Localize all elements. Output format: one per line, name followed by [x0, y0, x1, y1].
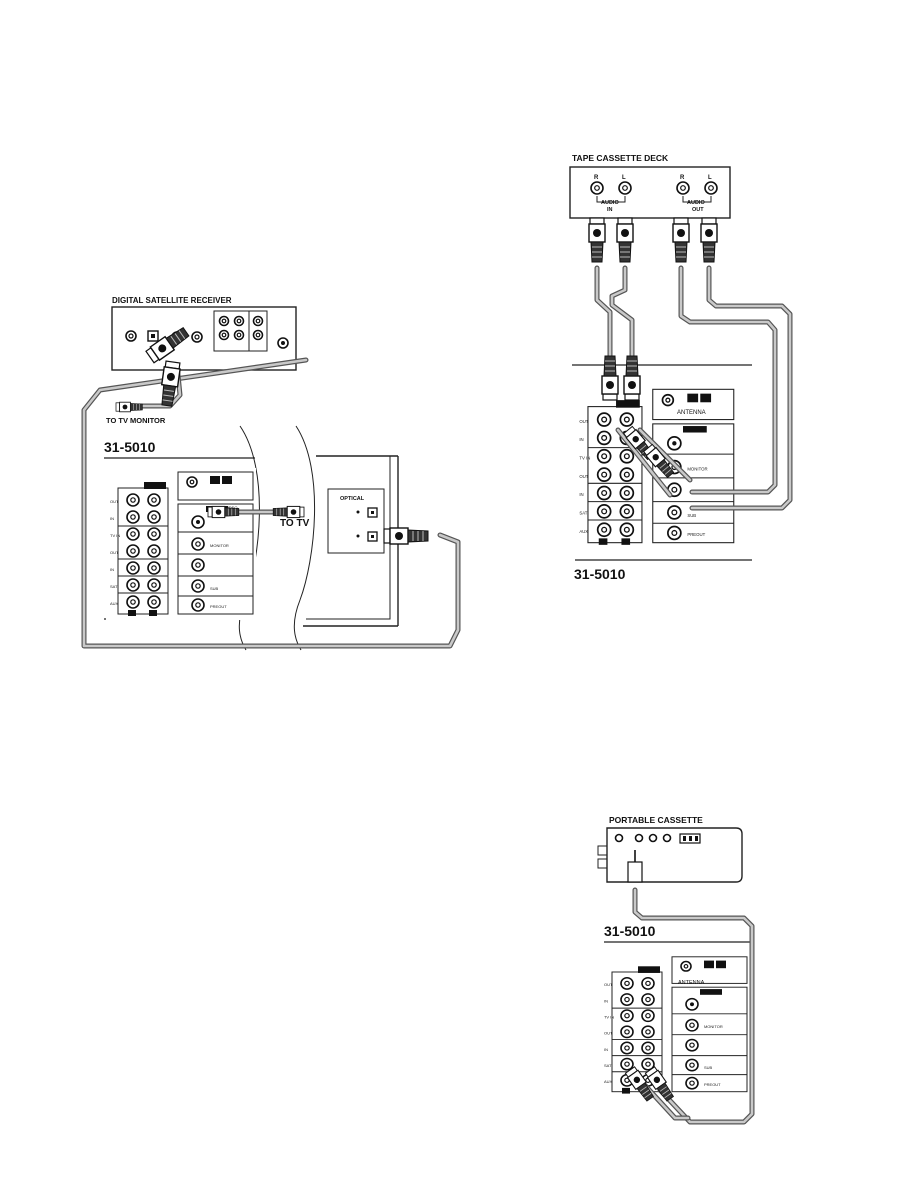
- to-tv-monitor-label: TO TV MONITOR: [106, 416, 166, 425]
- tape-in-r-label: R: [594, 175, 599, 181]
- tape-out-l-label: L: [708, 175, 712, 181]
- svg-text:VIDEO: VIDEO: [225, 505, 237, 510]
- diagram-portable-cassette: PORTABLE CASSETTE 31-5010 ANTENNA: [597, 815, 755, 1125]
- diagram-tape-deck: TAPE CASSETTE DECK R L R L AUDIO IN AUDI…: [569, 153, 793, 582]
- tape-deck-title: TAPE CASSETTE DECK: [572, 153, 669, 163]
- portable-cassette-title: PORTABLE CASSETTE: [609, 815, 703, 825]
- tape-audio-out-label: AUDIO: [687, 200, 705, 206]
- receiver-panel-1: [105, 467, 257, 621]
- tape-in-label: IN: [607, 207, 613, 213]
- receiver-panel-3: [599, 952, 751, 1099]
- tape-audio-in-label: AUDIO: [601, 200, 619, 206]
- antenna-label-3: ANTENNA: [678, 980, 705, 986]
- portable-cassette-panel: [606, 827, 743, 883]
- model-label-1: 31-5010: [104, 439, 156, 455]
- satellite-title: DIGITAL SATELLITE RECEIVER: [112, 296, 232, 305]
- antenna-label-2: ANTENNA: [677, 410, 706, 416]
- tape-out-r-label: R: [680, 175, 685, 181]
- satellite-receiver-panel: [111, 306, 297, 371]
- tape-out-label: OUT: [692, 207, 704, 213]
- tape-in-l-label: L: [622, 175, 626, 181]
- to-tv-label: TO TV: [280, 518, 310, 529]
- model-label-2: 31-5010: [574, 566, 626, 582]
- model-label-3: 31-5010: [604, 923, 656, 939]
- diagram-satellite: DIGITAL SATELLITE RECEIVER 31-5010 VIDEO: [81, 296, 461, 651]
- optical-label: OPTICAL: [340, 496, 365, 502]
